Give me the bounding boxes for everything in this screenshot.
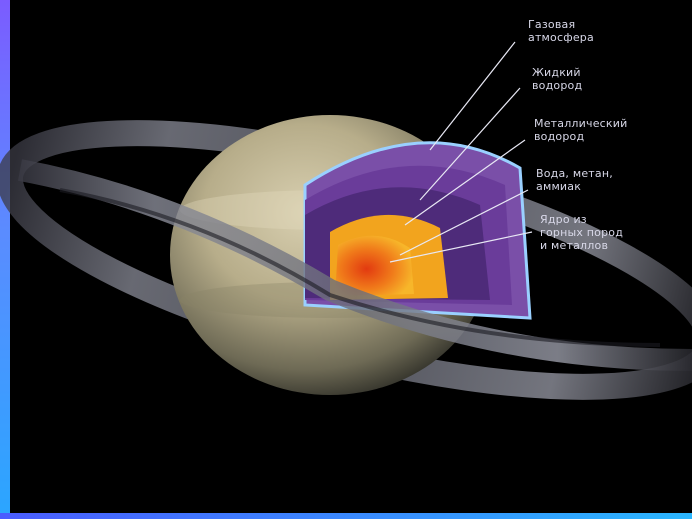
leader-lines — [389, 41, 533, 263]
leader-line-core — [389, 231, 533, 263]
layer-core — [335, 235, 414, 296]
leader-line-liquid-hydrogen — [419, 87, 521, 201]
slide-left-border — [0, 0, 10, 519]
label-water-methane-ammonia: Вода, метан, аммиак — [536, 167, 613, 193]
label-core: Ядро из горных пород и металлов — [540, 213, 624, 252]
leader-line-water-methane-ammonia — [399, 189, 529, 256]
label-metallic-hydrogen: Металлический водород — [534, 117, 628, 143]
leader-line-metallic-hydrogen — [404, 139, 526, 226]
leader-line-gas-atmosphere — [429, 41, 516, 151]
slide-bottom-border — [0, 513, 692, 519]
label-liquid-hydrogen: Жидкий водород — [532, 66, 583, 92]
rings-front — [17, 159, 692, 371]
label-gas-atmosphere: Газовая атмосфера — [528, 18, 594, 44]
cutaway — [303, 141, 532, 320]
